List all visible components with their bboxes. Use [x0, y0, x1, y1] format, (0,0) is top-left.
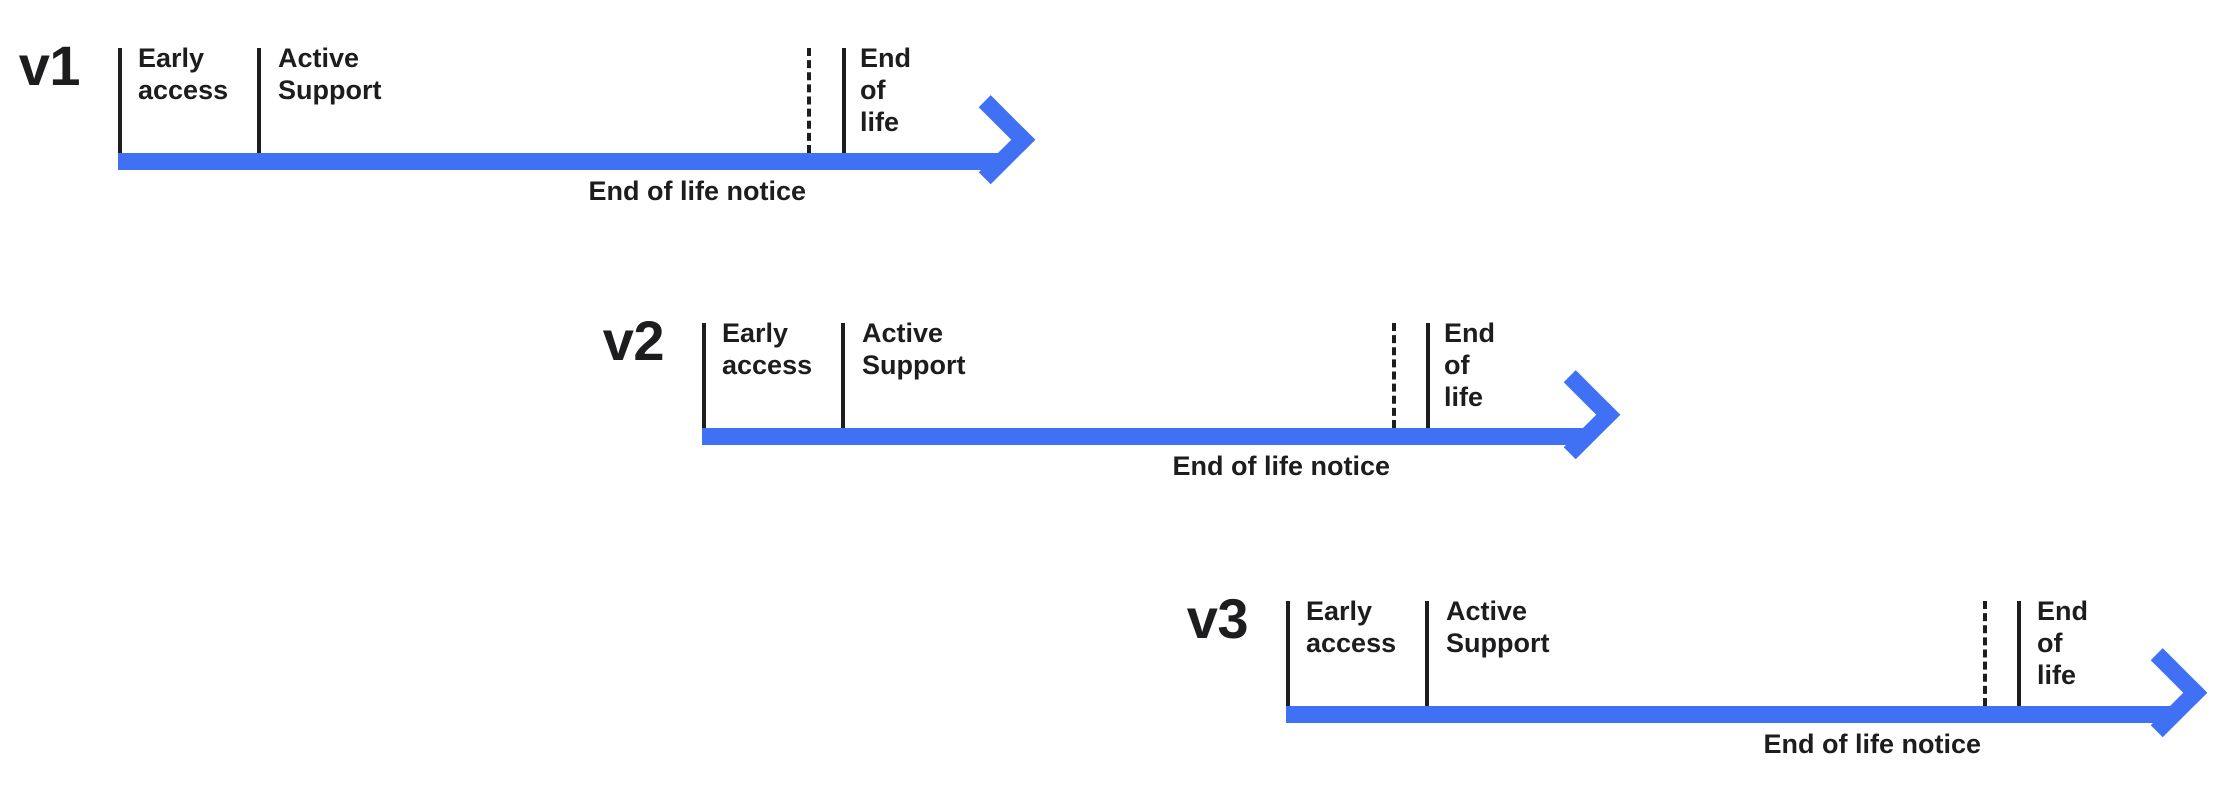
phase-label-end-of-life: End of life [2037, 596, 2088, 690]
phase-divider-solid-0 [1286, 601, 1290, 706]
phase-label-active-support: Active Support [862, 318, 966, 380]
phase-label-early-access: Early access [1306, 596, 1397, 658]
phase-label-early-access: Early access [138, 43, 229, 105]
timeline-arrow-shaft [1286, 706, 2175, 723]
timeline-arrow-shaft [118, 153, 1003, 170]
phase-label-end-of-life: End of life [1444, 318, 1495, 412]
timeline-arrow-shaft [702, 428, 1588, 445]
phase-divider-dashed-2 [1392, 323, 1396, 428]
phase-divider-dashed-2 [1983, 601, 1987, 706]
end-of-life-notice-label: End of life notice [588, 176, 806, 206]
phase-divider-solid-1 [1425, 601, 1429, 706]
phase-divider-dashed-2 [807, 48, 811, 153]
phase-label-active-support: Active Support [278, 43, 382, 105]
end-of-life-notice-label: End of life notice [1172, 451, 1390, 481]
phase-divider-solid-0 [118, 48, 122, 153]
phase-divider-solid-0 [702, 323, 706, 428]
phase-divider-solid-1 [841, 323, 845, 428]
phase-divider-solid-3 [842, 48, 846, 153]
version-label-v2: v2 [602, 309, 665, 372]
phase-label-end-of-life: End of life [860, 43, 911, 137]
phase-divider-solid-1 [257, 48, 261, 153]
end-of-life-notice-label: End of life notice [1763, 729, 1981, 759]
phase-divider-solid-3 [1426, 323, 1430, 428]
version-label-v3: v3 [1186, 587, 1249, 650]
version-label-v1: v1 [18, 34, 81, 97]
phase-label-early-access: Early access [722, 318, 813, 380]
phase-divider-solid-3 [2017, 601, 2021, 706]
phase-label-active-support: Active Support [1446, 596, 1550, 658]
